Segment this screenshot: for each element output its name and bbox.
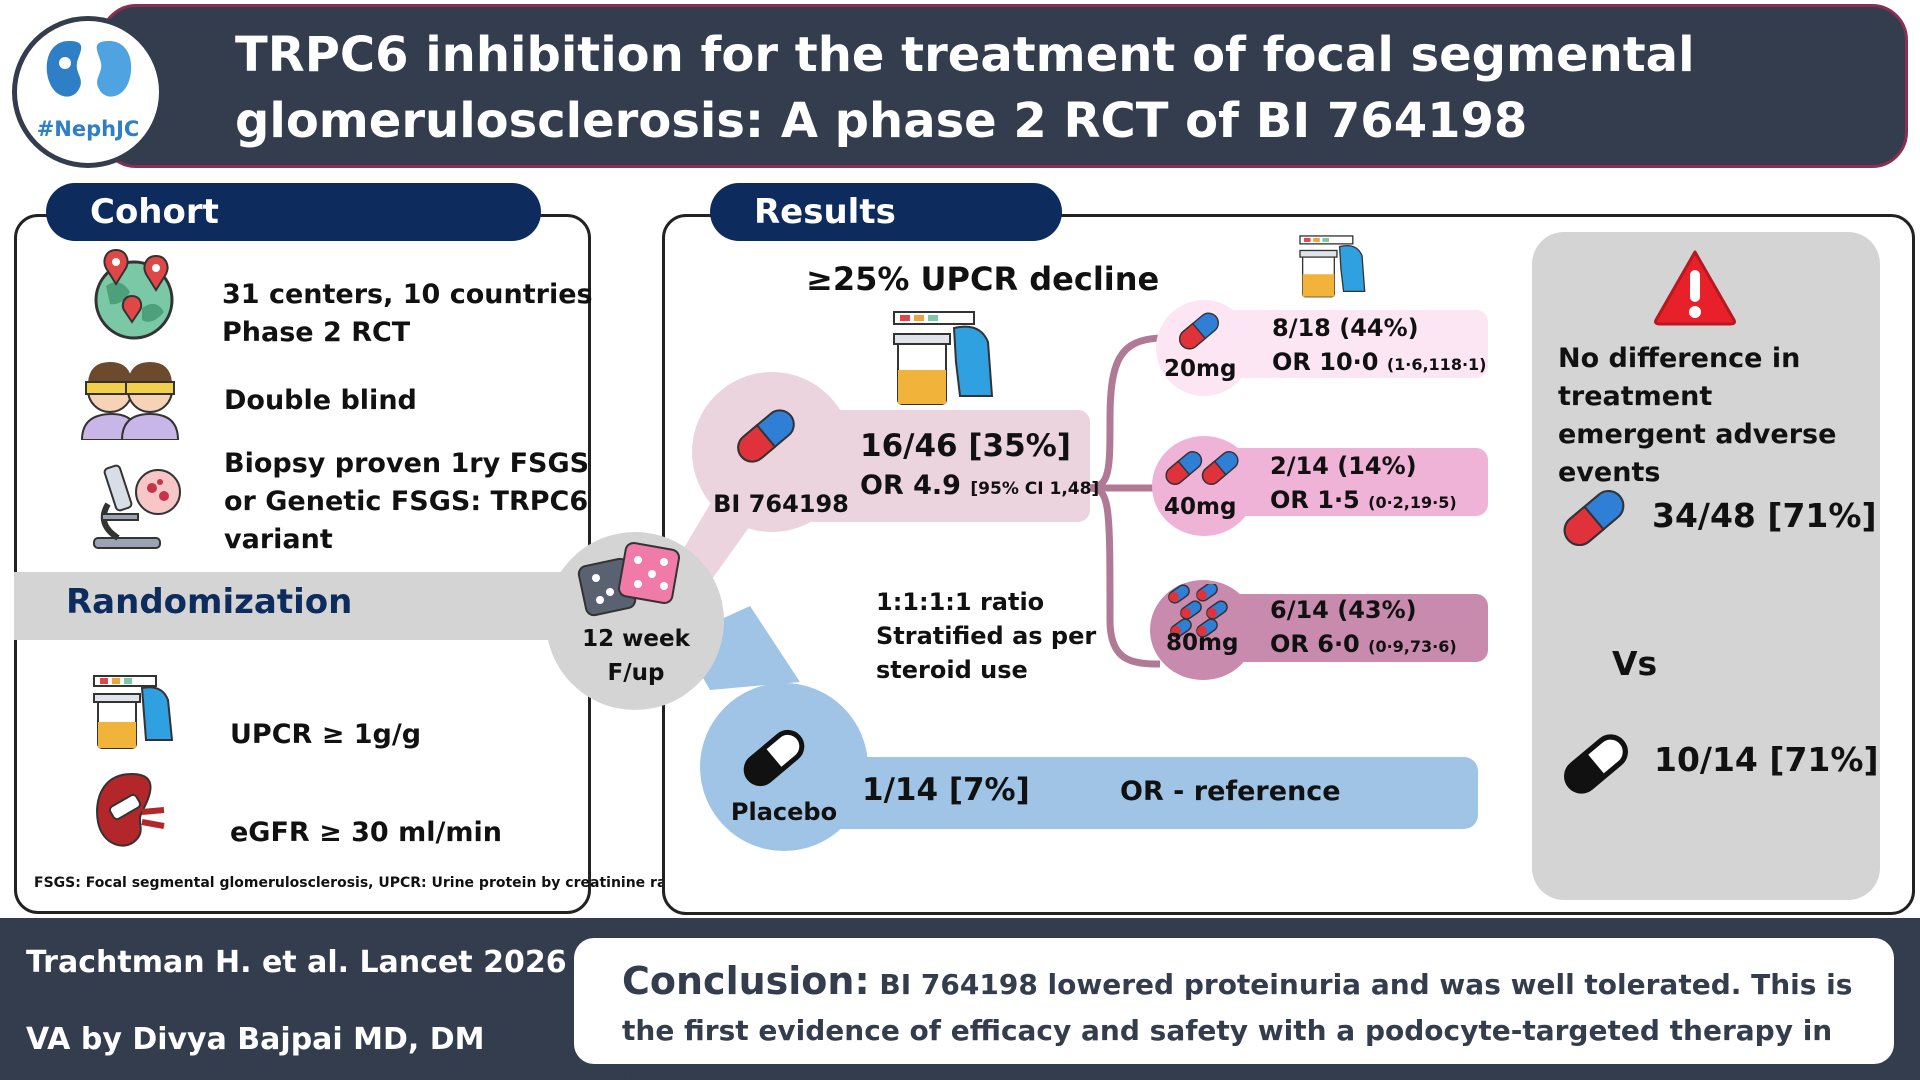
dose-80mg-or-value: OR 6·0 bbox=[1270, 630, 1360, 658]
dose-40mg-or-ci: (0·2,19·5) bbox=[1368, 493, 1457, 512]
randomization-label: Randomization bbox=[66, 582, 353, 622]
capsule-icon bbox=[1179, 312, 1219, 350]
followup-label: 12 week F/up bbox=[556, 622, 716, 690]
capsule-icon bbox=[737, 409, 795, 463]
centers-line: 31 centers, 10 countries bbox=[222, 279, 593, 310]
adverse-events-vs: Vs bbox=[1612, 644, 1658, 683]
randomization-ratio: 1:1:1:1 ratio Stratified as per steroid … bbox=[876, 585, 1096, 687]
placebo-arm-responders: 1/14 [7%] bbox=[862, 772, 1030, 808]
capsule-icon bbox=[1563, 489, 1625, 547]
eligibility-text: Biopsy proven 1ry FSGS or Genetic FSGS: … bbox=[224, 445, 589, 559]
title-banner bbox=[100, 4, 1908, 168]
eligibility-line: Biopsy proven 1ry FSGS bbox=[224, 448, 590, 479]
author-credit: VA by Divya Bajpai MD, DM bbox=[26, 1022, 485, 1057]
page-title: TRPC6 inhibition for the treatment of fo… bbox=[235, 27, 1695, 149]
logo-text: #NephJC bbox=[36, 117, 140, 141]
capsules-icon bbox=[1165, 451, 1239, 485]
bi-arm-circle bbox=[692, 372, 852, 532]
placebo-capsule-icon bbox=[1564, 734, 1628, 794]
microscope-icon bbox=[93, 464, 181, 549]
cohort-header: Cohort bbox=[46, 183, 541, 241]
dose-80mg-responders: 6/14 (43%) bbox=[1270, 596, 1417, 624]
results-header: Results bbox=[710, 183, 1062, 241]
phase-line: Phase 2 RCT bbox=[222, 317, 411, 348]
footnote: FSGS: Focal segmental glomerulosclerosis… bbox=[34, 875, 688, 891]
adverse-events-text: No difference in treatment emergent adve… bbox=[1558, 343, 1837, 488]
bi-arm-label: BI 764198 bbox=[713, 490, 849, 518]
blinding-text: Double blind bbox=[224, 385, 417, 416]
urine-test-icon bbox=[93, 675, 174, 749]
upcr-criterion: UPCR ≥ 1g/g bbox=[230, 719, 422, 750]
warning-icon bbox=[1654, 250, 1736, 326]
nephjc-logo: #NephJC bbox=[12, 16, 164, 168]
centers-text: 31 centers, 10 countries Phase 2 RCT bbox=[222, 276, 593, 352]
kidney-icon bbox=[96, 772, 165, 847]
dose-40mg-circle bbox=[1152, 436, 1256, 536]
dose-80mg-odds-ratio: OR 6·0 (0·9,73·6) bbox=[1270, 630, 1457, 658]
dose-40mg-responders: 2/14 (14%) bbox=[1270, 452, 1417, 480]
bi-or-ci: [95% CI 1,48] bbox=[970, 479, 1100, 499]
kidney-logo-icon bbox=[46, 41, 132, 97]
blindfolded-people-icon bbox=[80, 362, 180, 440]
placebo-capsule-icon bbox=[743, 729, 805, 787]
conclusion-text: Conclusion: BI 764198 lowered proteinuri… bbox=[622, 958, 1892, 1080]
adverse-events-bi: 34/48 [71%] bbox=[1652, 496, 1877, 535]
bi-or-value: OR 4.9 bbox=[860, 470, 961, 501]
randomization-bar bbox=[14, 572, 614, 640]
dose-40mg-odds-ratio: OR 1·5 (0·2,19·5) bbox=[1270, 486, 1457, 514]
followup-line: 12 week bbox=[582, 626, 690, 652]
egfr-criterion: eGFR ≥ 30 ml/min bbox=[230, 817, 502, 848]
urine-test-icon bbox=[1299, 235, 1366, 298]
bi-arm-odds-ratio: OR 4.9 [95% CI 1,48] bbox=[860, 470, 1099, 501]
followup-line: F/up bbox=[607, 660, 665, 686]
adverse-events-placebo: 10/14 [71%] bbox=[1654, 740, 1879, 779]
ratio-line: steroid use bbox=[876, 656, 1028, 684]
upcr-decline-title: ≥25% UPCR decline bbox=[806, 260, 1160, 298]
dose-80mg-label: 80mg bbox=[1166, 630, 1239, 656]
placebo-arm-label: Placebo bbox=[730, 798, 838, 826]
eligibility-line: or Genetic FSGS: TRPC6 bbox=[224, 486, 589, 517]
placebo-arm-band bbox=[770, 757, 1478, 829]
dice-icon bbox=[577, 541, 681, 617]
dose-80mg-or-ci: (0·9,73·6) bbox=[1368, 637, 1457, 656]
dose-20mg-or-value: OR 10·0 bbox=[1272, 348, 1379, 376]
ratio-line: 1:1:1:1 ratio bbox=[876, 588, 1045, 616]
placebo-arm-odds-ratio: OR - reference bbox=[1120, 776, 1341, 807]
urine-test-icon bbox=[893, 311, 994, 405]
eligibility-line: variant bbox=[224, 524, 333, 555]
dose-40mg-label: 40mg bbox=[1164, 494, 1237, 520]
dose-20mg-odds-ratio: OR 10·0 (1·6,118·1) bbox=[1272, 348, 1486, 376]
map-pin-globe-icon bbox=[94, 248, 174, 340]
capsules-icon bbox=[1168, 584, 1228, 638]
dose-20mg-label: 20mg bbox=[1164, 356, 1237, 382]
bi-arm-responders: 16/46 [35%] bbox=[860, 428, 1071, 464]
conclusion-label: Conclusion: bbox=[622, 959, 870, 1003]
dose-20mg-responders: 8/18 (44%) bbox=[1272, 314, 1419, 342]
citation: Trachtman H. et al. Lancet 2026 bbox=[26, 945, 567, 980]
conclusion-body: BI 764198 lowered proteinuria and was we… bbox=[622, 968, 1853, 1080]
ratio-line: Stratified as per bbox=[876, 622, 1097, 650]
dose-20mg-or-ci: (1·6,118·1) bbox=[1386, 355, 1487, 374]
dose-40mg-or-value: OR 1·5 bbox=[1270, 486, 1360, 514]
conclusion-box bbox=[574, 938, 1894, 1064]
